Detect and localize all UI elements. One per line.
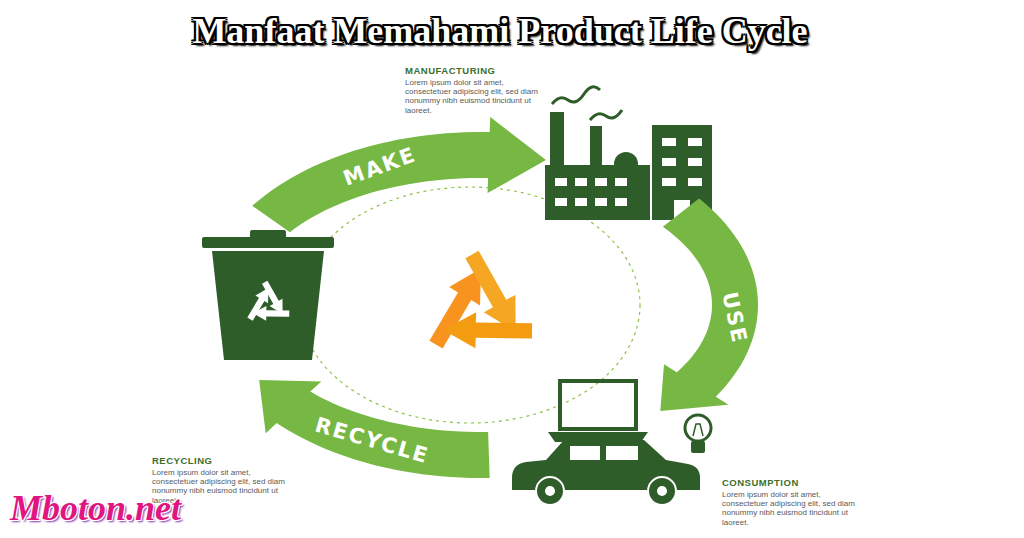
car-icon [512, 440, 700, 505]
stage-heading: CONSUMPTION [722, 477, 799, 488]
chimney [550, 112, 564, 172]
stage-heading: MANUFACTURING [405, 65, 495, 76]
cycle-arrow: MAKE [251, 116, 548, 235]
arrow-shape [258, 379, 492, 480]
factory-hall [545, 165, 650, 220]
filament [693, 424, 703, 436]
chimney [590, 126, 602, 171]
dashed-ring [300, 187, 640, 423]
factory-icon [545, 87, 712, 220]
bin-recycle-symbol [247, 279, 293, 331]
recycle-bin [202, 230, 334, 360]
cycle-arrow: USE [659, 197, 760, 414]
stage-heading: RECYCLING [152, 455, 212, 466]
arrow-band [252, 117, 546, 232]
watermark: Mboton.net [10, 487, 181, 529]
bulb-icon [685, 415, 711, 453]
arrow-band [660, 198, 758, 411]
wheel [648, 477, 676, 505]
arrow-band [259, 380, 490, 478]
laptop-icon [548, 381, 648, 442]
bin-body [212, 251, 324, 360]
bin-lid [202, 237, 334, 248]
recycle-symbol [429, 247, 541, 375]
cycle-arrow: RECYCLE [258, 379, 492, 480]
windows [555, 138, 702, 220]
car-window [606, 446, 638, 460]
car-window [570, 446, 600, 460]
smoke [590, 110, 622, 120]
hub [657, 486, 667, 496]
stage-description: Lorem ipsum dolor sit amet, consectetuer… [405, 78, 545, 115]
wheel [536, 477, 564, 505]
arrow-shape [251, 116, 548, 235]
laptop-screen [560, 381, 636, 429]
smoke [552, 87, 600, 104]
bulb-base [691, 441, 705, 453]
arrow-shape [659, 197, 760, 414]
stage-description: Lorem ipsum dolor sit amet, consectetuer… [722, 490, 862, 527]
recycle-arrow [443, 290, 538, 375]
hub [545, 486, 555, 496]
recycle-arrow [446, 247, 541, 332]
bulb-glass [685, 415, 711, 441]
title: Manfaat Memahami Product Life Cycle [0, 10, 1000, 52]
